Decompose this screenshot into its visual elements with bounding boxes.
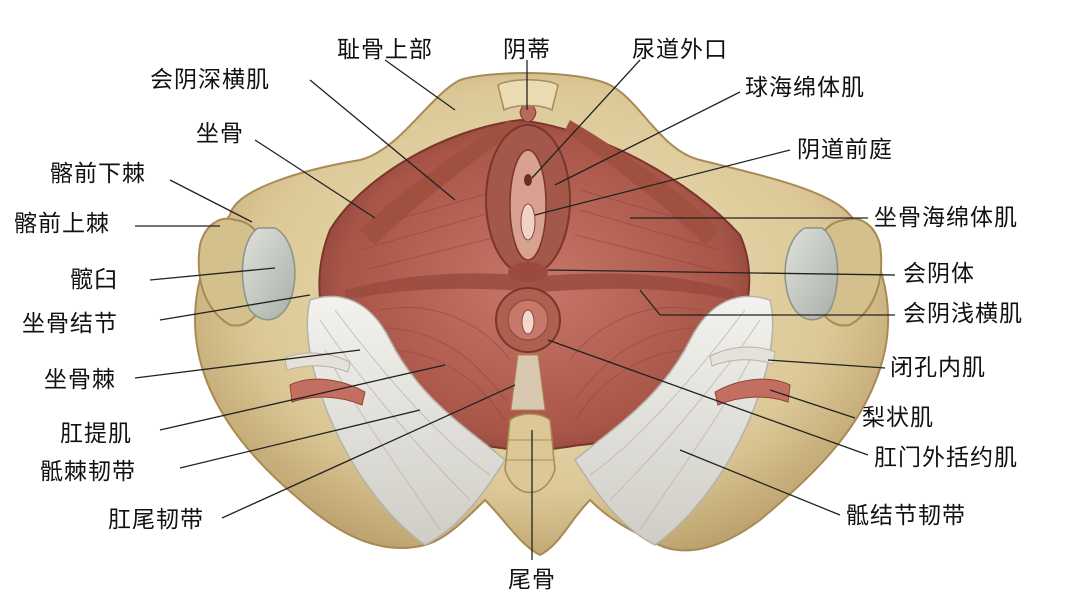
label-sacrotuberous-ligament: 骶结节韧带 <box>846 503 966 529</box>
label-asis: 髂前上棘 <box>14 211 110 237</box>
label-bulbospongiosus: 球海绵体肌 <box>745 75 865 101</box>
anus <box>521 309 535 335</box>
label-levator-ani: 肛提肌 <box>60 421 132 447</box>
label-ischiocavernosus: 坐骨海绵体肌 <box>874 205 1018 231</box>
label-pubis-upper: 耻骨上部 <box>337 37 433 63</box>
label-obturator-internus: 闭孔内肌 <box>890 355 986 381</box>
label-ischial-spine: 坐骨棘 <box>44 367 116 393</box>
ligament-fibers <box>319 309 761 531</box>
obturator-internus-right <box>709 346 776 367</box>
label-ischial-tuberosity: 坐骨结节 <box>22 311 118 337</box>
label-external-anal-sphincter: 肛门外括约肌 <box>874 445 1018 471</box>
ischiocavernosus-muscle-right <box>565 120 720 245</box>
label-vestibule: 阴道前庭 <box>797 137 893 163</box>
label-sacrospinous-ligament: 骶棘韧带 <box>40 459 136 485</box>
anococcygeal-ligament <box>510 354 546 411</box>
label-acetabulum: 髋臼 <box>70 267 118 293</box>
label-piriformis: 梨状肌 <box>862 405 934 431</box>
ischiocavernosus-muscle-left <box>360 120 515 245</box>
label-anococcygeal-ligament: 肛尾韧带 <box>108 507 204 533</box>
vaginal-orifice <box>520 203 536 241</box>
label-perineal-body: 会阴体 <box>903 261 975 287</box>
coccyx-bone <box>504 413 556 494</box>
sacrotuberous-ligament-left <box>306 295 506 546</box>
label-coccyx: 尾骨 <box>508 567 556 593</box>
pubic-symphysis <box>497 79 559 112</box>
label-superficial-transverse-perineal: 会阴浅横肌 <box>903 301 1023 327</box>
urethral-orifice <box>524 174 532 186</box>
label-ischium: 坐骨 <box>196 121 244 147</box>
piriformis-right <box>714 378 791 406</box>
left-acetabulum <box>241 227 296 321</box>
leader-lines <box>134 59 896 560</box>
label-aiis: 髂前下棘 <box>50 161 146 187</box>
perineal-body <box>508 262 548 282</box>
label-urethra-external-orifice: 尿道外口 <box>632 37 728 63</box>
label-clitoris: 阴蒂 <box>503 37 551 63</box>
superficial-transverse-perineal-muscle <box>345 273 735 300</box>
label-deep-transverse-perineal: 会阴深横肌 <box>150 67 270 93</box>
